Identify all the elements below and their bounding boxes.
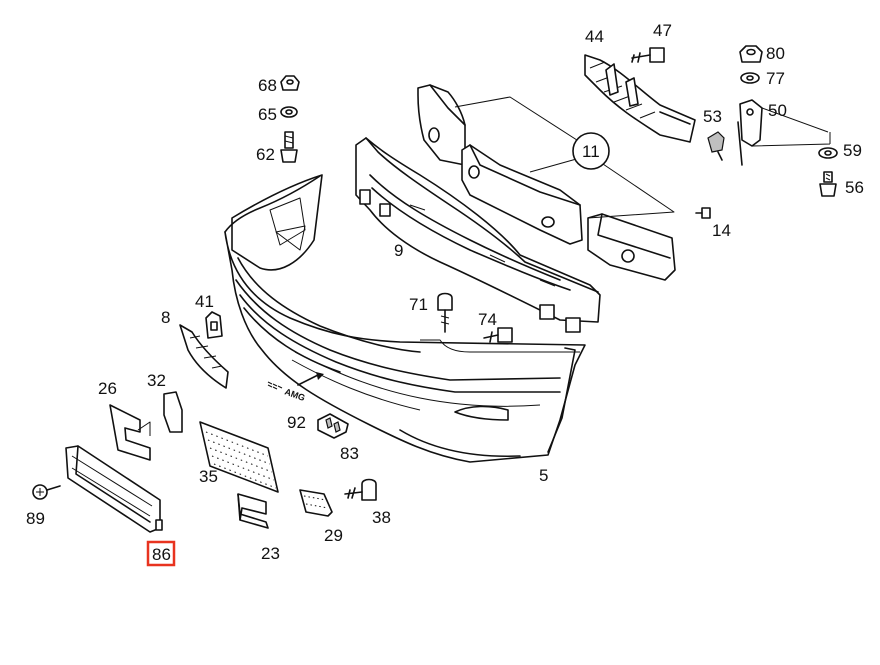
washer-part-59 (818, 147, 838, 159)
nut-part-80 (739, 45, 763, 63)
callout-35[interactable]: 35 (199, 467, 218, 486)
bracket-part-50 (737, 99, 831, 166)
callout-65[interactable]: 65 (258, 105, 277, 124)
callout-9[interactable]: 9 (394, 241, 403, 260)
callout-77[interactable]: 77 (766, 69, 785, 88)
clip-part-53 (707, 131, 725, 161)
callout-8[interactable]: 8 (161, 308, 170, 327)
callout-71[interactable]: 71 (409, 295, 428, 314)
bumper-cover-part-5 (224, 174, 586, 463)
callout-38[interactable]: 38 (372, 508, 391, 527)
washer-part-65 (280, 106, 298, 118)
bracket-part-8 (179, 324, 229, 389)
callout-89[interactable]: 89 (26, 509, 45, 528)
callout-56[interactable]: 56 (845, 178, 864, 197)
callout-86[interactable]: 86 (152, 545, 171, 564)
bracket-part-44 (584, 54, 696, 143)
highlight-box (146, 540, 176, 567)
licence-plate-holder-part-86 (65, 445, 163, 533)
callout-59[interactable]: 59 (843, 141, 862, 160)
callout-74[interactable]: 74 (478, 310, 497, 329)
pad-part-32 (163, 391, 183, 433)
bumper-beam-part-9 (355, 137, 601, 333)
callout-23[interactable]: 23 (261, 544, 280, 563)
callout-11[interactable]: 11 (582, 142, 600, 161)
callout-47[interactable]: 47 (653, 21, 672, 40)
callout-62[interactable]: 62 (256, 145, 275, 164)
impact-absorbers-part-11 (417, 84, 676, 281)
callout-80[interactable]: 80 (766, 44, 785, 63)
callout-14[interactable]: 14 (712, 221, 731, 240)
pad-part-29 (299, 489, 333, 517)
clip-part-41 (205, 311, 223, 339)
callout-29[interactable]: 29 (324, 526, 343, 545)
callout-5[interactable]: 5 (539, 466, 548, 485)
badge-text: AMG (283, 386, 306, 403)
callout-50[interactable]: 50 (768, 101, 787, 120)
bolt-part-62 (280, 131, 298, 163)
plate-part-35 (199, 421, 279, 493)
callout-92[interactable]: 92 (287, 413, 306, 432)
callout-32[interactable]: 32 (147, 371, 166, 390)
callout-labels: 5 8 9 11 14 23 26 29 32 35 38 41 44 47 5… (26, 21, 864, 567)
callout-26[interactable]: 26 (98, 379, 117, 398)
callout-68[interactable]: 68 (258, 76, 277, 95)
washer-part-77 (740, 72, 760, 84)
bracket-part-26 (109, 404, 151, 461)
bolt-part-56 (819, 171, 837, 197)
callout-83[interactable]: 83 (340, 444, 359, 463)
screw-part-74 (483, 327, 513, 343)
screw-part-38 (344, 478, 377, 501)
bracket-part-83 (317, 413, 349, 439)
screw-part-47 (631, 47, 665, 63)
pin-part-14 (695, 207, 711, 219)
callout-41[interactable]: 41 (195, 292, 214, 311)
callout-53[interactable]: 53 (703, 107, 722, 126)
nut-part-68 (280, 75, 300, 91)
callout-44[interactable]: 44 (585, 27, 604, 46)
bolt-part-71 (437, 292, 453, 333)
clip-part-23 (237, 493, 269, 529)
screw-part-89 (32, 484, 61, 500)
